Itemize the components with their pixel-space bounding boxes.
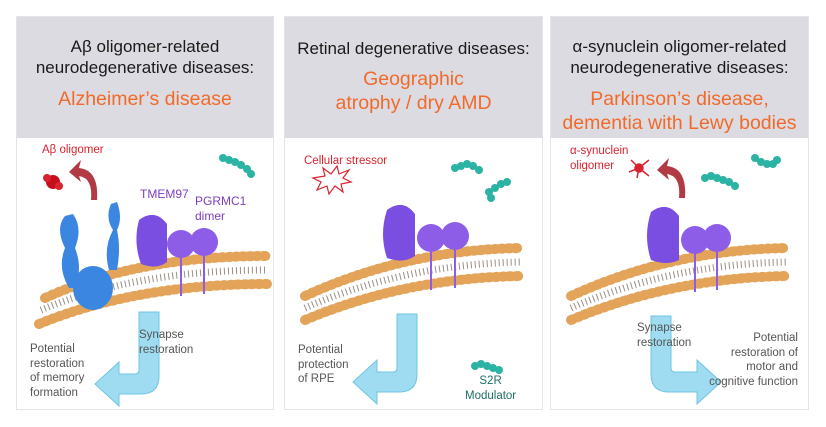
s2r-modulator-legend-icon xyxy=(471,360,503,374)
mechanism-illustration xyxy=(300,160,526,406)
disease-name: dementia with Lewy bodies xyxy=(562,112,797,134)
outcome-line: restoration xyxy=(30,357,85,370)
outcome-line: protection xyxy=(298,358,349,371)
pgrmc1-label: PGRMC1 dimer xyxy=(195,194,246,223)
pgrmc1-dimer-icon xyxy=(167,228,218,296)
disease-name: atrophy / dry AMD xyxy=(335,92,492,114)
panel-subtitle-line: neurodegenerative diseases: xyxy=(35,58,255,77)
alpha-synuclein-oligomer-label: α-synuclein oligomer xyxy=(570,144,628,173)
outcome-label: Potential restoration of memory formatio… xyxy=(30,342,84,400)
alpha-synuclein-oligomer-icon xyxy=(628,159,650,179)
mechanism-illustration xyxy=(566,154,792,406)
pgrmc1-label-line: dimer xyxy=(195,208,226,223)
outcome-line: motor and xyxy=(746,361,798,373)
app-protein-icon xyxy=(60,202,120,310)
outcome-label: Potential restoration of motor and cogni… xyxy=(709,331,798,389)
tmem97-label: TMEM97 xyxy=(140,187,189,201)
s2r-modulator-label: S2R Modulator xyxy=(465,374,516,403)
s2r-modulator-icon xyxy=(219,154,255,178)
cell-membrane xyxy=(300,243,526,325)
disease-name: Geographic xyxy=(363,68,464,90)
mechanism-illustration xyxy=(34,154,272,408)
outcome-label: Potential protection of RPE xyxy=(298,343,349,387)
disease-name: Alzheimer’s disease xyxy=(58,88,232,110)
outcome-line: Potential xyxy=(30,343,75,355)
panel-header: Aβ oligomer-related neurodegenerative di… xyxy=(17,17,273,138)
curved-arrow-icon xyxy=(657,158,686,198)
restoration-arrow-icon xyxy=(94,311,160,408)
panel-subtitle-line: α-synuclein oligomer-related xyxy=(572,37,787,56)
tmem97-protein-icon xyxy=(383,204,415,261)
outcome-line: restoration of xyxy=(730,346,798,359)
pgrmc1-dimer-icon xyxy=(681,224,731,292)
outcome-line: formation xyxy=(30,386,78,399)
oligomer-label-line: oligomer xyxy=(570,159,615,172)
outcome-line: Potential xyxy=(753,332,798,344)
curved-arrow-icon xyxy=(69,160,98,200)
panel-subtitle-line: Retinal degenerative diseases: xyxy=(297,39,530,58)
outcome-line: Potential xyxy=(298,344,343,356)
synapse-restoration-label: Synapse restoration xyxy=(637,321,691,350)
panel-subtitle-line: neurodegenerative diseases: xyxy=(570,58,789,77)
panel-illustration: α-synuclein oligomer Synapse restoration… xyxy=(551,138,808,409)
abeta-oligomer-label: Aβ oligomer xyxy=(42,144,104,156)
cellular-stressor-label: Cellular stressor xyxy=(304,155,388,167)
synapse-label-line: Synapse xyxy=(139,329,184,341)
restoration-arrow-icon xyxy=(650,315,722,406)
pgrmc1-dimer-icon xyxy=(417,222,469,290)
panel-alzheimers: Aβ oligomer-related neurodegenerative di… xyxy=(16,16,274,410)
cellular-stressor-icon xyxy=(311,164,353,196)
s2r-modulator-icon xyxy=(701,154,781,190)
synapse-label-line: Synapse xyxy=(637,322,682,334)
modulator-label-line: Modulator xyxy=(465,389,517,402)
panel-illustration: Cellular stressor Potential protection o… xyxy=(285,138,542,409)
oligomer-label-line: α-synuclein xyxy=(570,145,629,157)
panel-parkinsons: α-synuclein oligomer-related neurodegene… xyxy=(550,16,809,410)
disease-name: Parkinson’s disease, xyxy=(590,88,769,110)
panel-subtitle-line: Aβ oligomer-related xyxy=(70,37,220,56)
tmem97-protein-icon xyxy=(647,206,679,263)
pgrmc1-label-line: PGRMC1 xyxy=(195,194,247,208)
protection-arrow-icon xyxy=(352,313,418,406)
panel-retinal: Retinal degenerative diseases: Geographi… xyxy=(284,16,543,410)
tmem97-protein-icon xyxy=(136,214,167,267)
synapse-restoration-label: Synapse restoration xyxy=(139,328,193,357)
synapse-label-line: restoration xyxy=(139,343,194,356)
panel-header: Retinal degenerative diseases: Geographi… xyxy=(285,17,542,138)
outcome-line: of RPE xyxy=(298,373,335,385)
abeta-oligomer-icon xyxy=(43,174,63,190)
s2r-modulator-icon xyxy=(451,160,511,202)
panel-header: α-synuclein oligomer-related neurodegene… xyxy=(551,17,808,138)
synapse-label-line: restoration xyxy=(637,336,692,349)
outcome-line: of memory xyxy=(30,372,85,384)
outcome-line: cognitive function xyxy=(709,375,798,388)
panel-illustration: Aβ oligomer TMEM97 PGRMC1 dimer Synapse … xyxy=(17,138,273,409)
modulator-label-line: S2R xyxy=(479,375,502,387)
cell-membrane xyxy=(34,251,272,329)
